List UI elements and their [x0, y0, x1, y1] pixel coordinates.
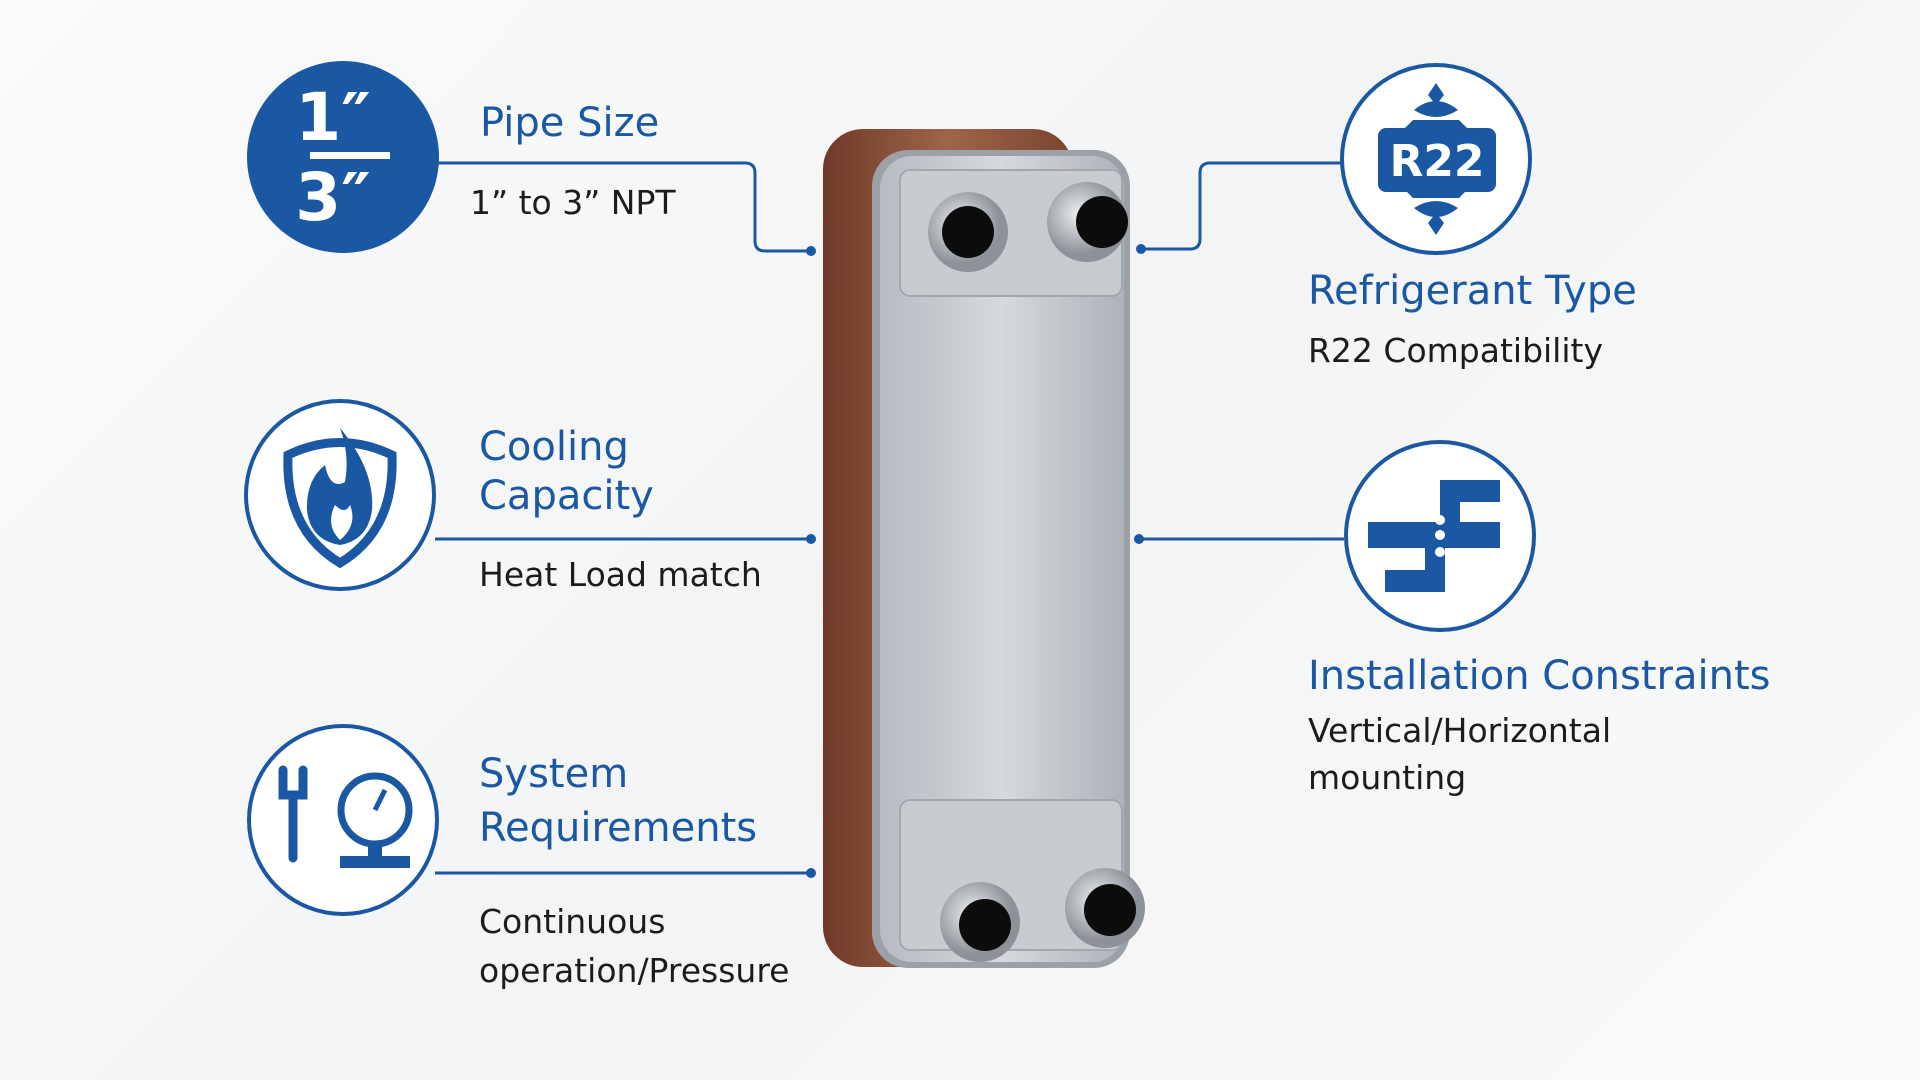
svg-text:R22: R22: [1389, 136, 1484, 187]
cooling-title-line1: Cooling: [479, 424, 629, 470]
system-detail-line2: operation/Pressure: [479, 951, 790, 990]
svg-text:3″: 3″: [295, 159, 370, 236]
connector-refrigerant: [1141, 161, 1341, 251]
connector-pipe-size: [438, 161, 811, 253]
wrench-gauge-icon: [247, 724, 439, 916]
system-title-line2: Requirements: [479, 805, 758, 851]
installation-detail-line1: Vertical/Horizontal: [1308, 711, 1612, 750]
cooling-detail: Heat Load match: [479, 555, 762, 594]
refrigerant-title: Refrigerant Type: [1308, 268, 1637, 314]
svg-text:1″: 1″: [295, 79, 370, 156]
r22-badge-icon: R22: [1340, 63, 1532, 255]
refrigerant-detail: R22 Compatibility: [1308, 331, 1603, 370]
pipe-orientation-icon: [1344, 440, 1536, 632]
fraction-1-3-inch-icon: 1″ 3″: [247, 61, 439, 253]
installation-detail-line2: mounting: [1308, 758, 1467, 797]
cooling-title-line2: Capacity: [479, 473, 654, 519]
system-title-line1: System: [479, 751, 629, 797]
system-detail-line1: Continuous: [479, 902, 666, 941]
heat-exchanger-image: [823, 129, 1145, 968]
installation-title: Installation Constraints: [1308, 653, 1771, 699]
pipe-size-detail: 1” to 3” NPT: [470, 183, 676, 222]
pipe-size-title: Pipe Size: [480, 100, 660, 146]
flame-shield-icon: [244, 399, 436, 591]
